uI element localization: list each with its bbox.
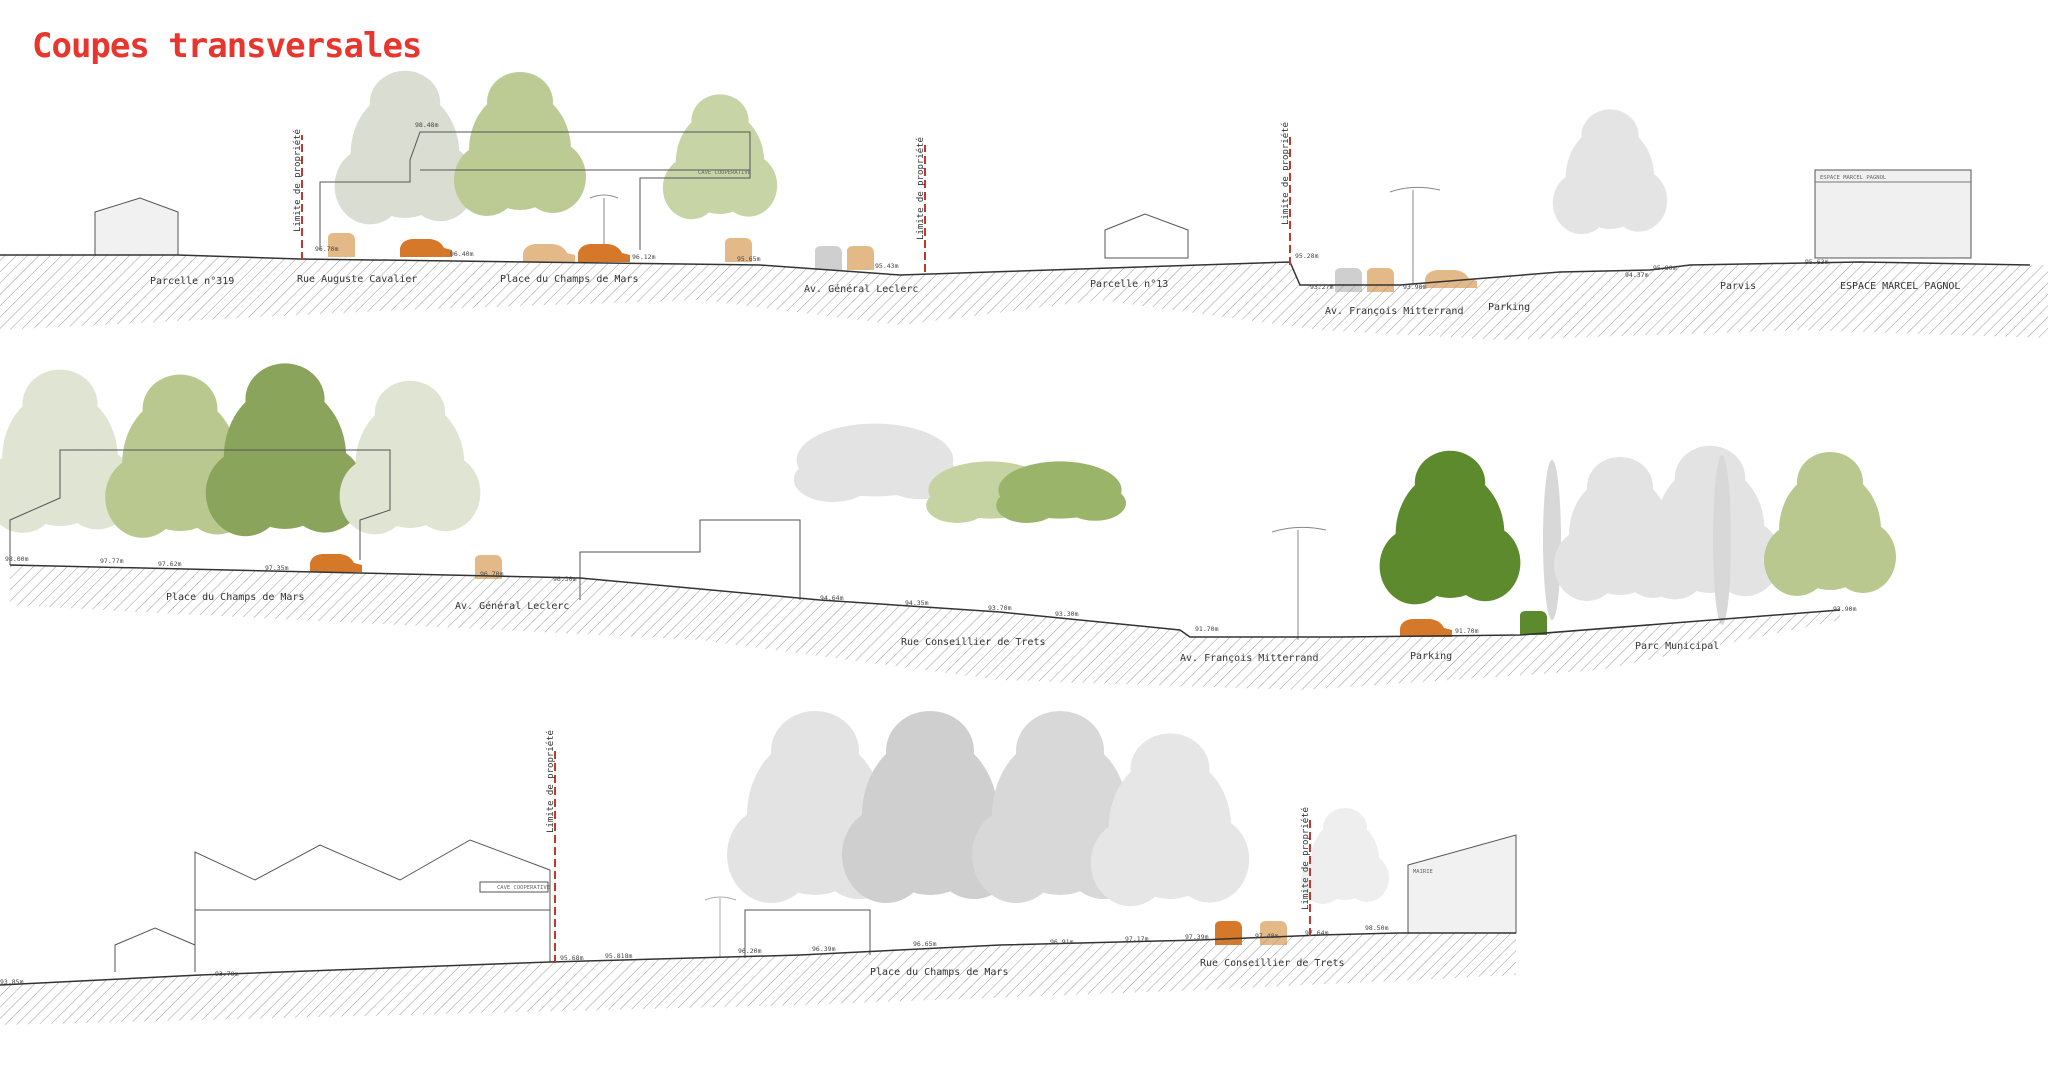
- place-label: Rue Conseillier de Trets: [1200, 958, 1345, 969]
- ground-hatch: [10, 565, 1840, 690]
- place-label: Av. Général Leclerc: [455, 600, 569, 612]
- street-light: [1271, 526, 1327, 640]
- elevation-label: 93.85m: [0, 978, 24, 986]
- section-3: CAVE COOPERATIVE MAIRIE Limite de propri…: [0, 711, 1517, 1025]
- building-sign: ESPACE MARCEL PAGNOL: [1820, 175, 1887, 181]
- place-label: Av. François Mitterrand: [1180, 653, 1318, 664]
- elevation-label: 96.40m: [450, 250, 474, 258]
- ground-line: [9, 564, 1841, 638]
- elevation-label: 96.39m: [812, 945, 836, 953]
- place-label: Place du Champs de Mars: [500, 274, 638, 285]
- building-group: CAVE COOPERATIVE ESPACE MARCEL PAGNOL: [94, 131, 1972, 259]
- page-title: Coupes transversales: [32, 26, 422, 66]
- place-label: Parcelle n°319: [150, 276, 234, 287]
- elevation-label: 94.35m: [905, 599, 929, 607]
- elevation-label: 97.39m: [1185, 933, 1209, 941]
- elevation-label: 95.28m: [1295, 252, 1319, 260]
- place-label: Parc Municipal: [1635, 641, 1719, 652]
- place-label: ESPACE MARCEL PAGNOL: [1840, 281, 1960, 292]
- building-group: [9, 449, 801, 600]
- ground-line: [0, 932, 1516, 986]
- building-sign: CAVE COOPERATIVE: [698, 170, 751, 176]
- elevation-label: 95.80m: [1653, 264, 1677, 272]
- tree-group: [727, 711, 1389, 907]
- elevation-markers: 96.70m 96.40m 98.48m 96.12m 95.65m 95.43…: [315, 121, 1829, 291]
- elevation-label: 95.63m: [1805, 258, 1829, 266]
- svg-text:Limite de propriété: Limite de propriété: [1280, 122, 1291, 225]
- building-sign: MAIRIE: [1413, 869, 1433, 875]
- section-1: CAVE COOPERATIVE ESPACE MARCEL PAGNOL: [0, 70, 2048, 340]
- elevation-label: 96.70m: [315, 245, 339, 253]
- tree-group: [0, 363, 1896, 625]
- place-label: Parcelle n°13: [1090, 279, 1168, 290]
- place-label: Av. François Mitterrand: [1325, 306, 1463, 317]
- place-label: Parvis: [1720, 281, 1756, 292]
- svg-text:Limite de propriété: Limite de propriété: [292, 129, 303, 232]
- elevation-label: 95.818m: [605, 952, 632, 960]
- elevation-label: 93.70m: [988, 604, 1012, 612]
- ground-line: [0, 254, 2031, 286]
- building-sign: CAVE COOPERATIVE: [497, 885, 550, 891]
- elevation-label: 93.90m: [1403, 283, 1427, 291]
- elevation-label: 96.65m: [913, 940, 937, 948]
- elevation-label: 97.17m: [1125, 935, 1149, 943]
- elevation-label: 98.48m: [415, 121, 439, 129]
- elevation-label: 95.65m: [737, 255, 761, 263]
- elevation-label: 94.64m: [820, 594, 844, 602]
- elevation-label: 96.30m: [553, 575, 577, 583]
- ground-hatch: [0, 255, 2048, 340]
- svg-text:Limite de propriété: Limite de propriété: [1300, 807, 1311, 910]
- property-limit-line: Limite de propriété Limite de propriété: [545, 730, 1311, 963]
- elevation-label: 98.00m: [5, 555, 29, 563]
- elevation-label: 96.12m: [632, 253, 656, 261]
- building-group: CAVE COOPERATIVE MAIRIE: [114, 834, 1517, 972]
- elevation-label: 93.27m: [1310, 283, 1334, 291]
- elevation-label: 96.70m: [480, 570, 504, 578]
- place-labels: Parcelle n°319 Rue Auguste Cavalier Plac…: [150, 274, 1960, 317]
- place-label: Av. Général Leclerc: [804, 283, 918, 295]
- place-label: Rue Auguste Cavalier: [297, 274, 417, 285]
- place-labels: Place du Champs de Mars Rue Conseillier …: [870, 958, 1345, 978]
- tree-group: [334, 70, 1668, 235]
- elevation-markers: 93.85m 93.70m 95.68m 95.818m 96.20m 96.3…: [0, 924, 1389, 986]
- place-label: Place du Champs de Mars: [870, 967, 1008, 978]
- place-label: Place du Champs de Mars: [166, 592, 304, 603]
- elevation-label: 94.37m: [1625, 271, 1649, 279]
- ground-hatch: [0, 933, 1516, 1025]
- elevation-label: 97.62m: [158, 560, 182, 568]
- svg-text:Limite de propriété: Limite de propriété: [915, 137, 926, 240]
- place-label: Parking: [1410, 651, 1452, 662]
- section-2: 98.00m 97.77m 97.62m 97.35m 96.70m 96.30…: [0, 363, 1896, 690]
- elevation-label: 96.91m: [1050, 938, 1074, 946]
- elevation-label: 91.70m: [1195, 625, 1219, 633]
- elevation-label: 95.68m: [560, 954, 584, 962]
- elevation-label: 93.70m: [215, 970, 239, 978]
- elevation-label: 91.70m: [1455, 627, 1479, 635]
- elevation-label: 97.48m: [1255, 932, 1279, 940]
- street-light: [589, 186, 1441, 285]
- elevation-label: 93.90m: [1833, 605, 1857, 613]
- elevation-markers: 98.00m 97.77m 97.62m 97.35m 96.70m 96.30…: [5, 555, 1857, 635]
- property-limit-line: Limite de propriété Limite de propriété …: [292, 122, 1291, 272]
- place-labels: Place du Champs de Mars Av. Général Lecl…: [166, 592, 1719, 664]
- svg-text:Limite de propriété: Limite de propriété: [545, 730, 556, 833]
- place-label: Rue Conseillier de Trets: [901, 637, 1046, 648]
- elevation-label: 97.64m: [1305, 929, 1329, 937]
- street-light: [704, 896, 737, 958]
- elevation-label: 97.77m: [100, 557, 124, 565]
- elevation-label: 96.20m: [738, 947, 762, 955]
- place-label: Parking: [1488, 302, 1530, 313]
- elevation-label: 97.35m: [265, 564, 289, 572]
- elevation-label: 93.30m: [1055, 610, 1079, 618]
- elevation-label: 98.50m: [1365, 924, 1389, 932]
- elevation-label: 95.43m: [875, 262, 899, 270]
